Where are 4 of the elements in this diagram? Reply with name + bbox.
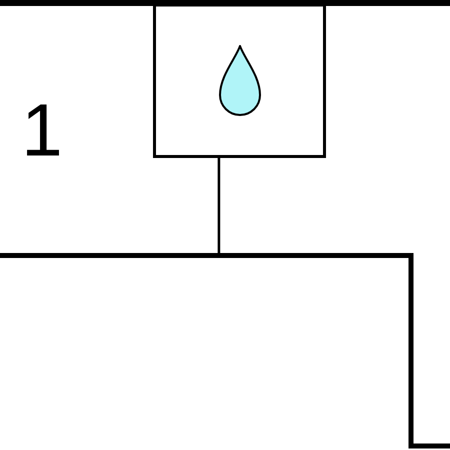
outline-box [0,253,450,448]
number-label: 1 [27,104,59,156]
square-box [153,4,326,158]
connector-line [218,156,220,256]
